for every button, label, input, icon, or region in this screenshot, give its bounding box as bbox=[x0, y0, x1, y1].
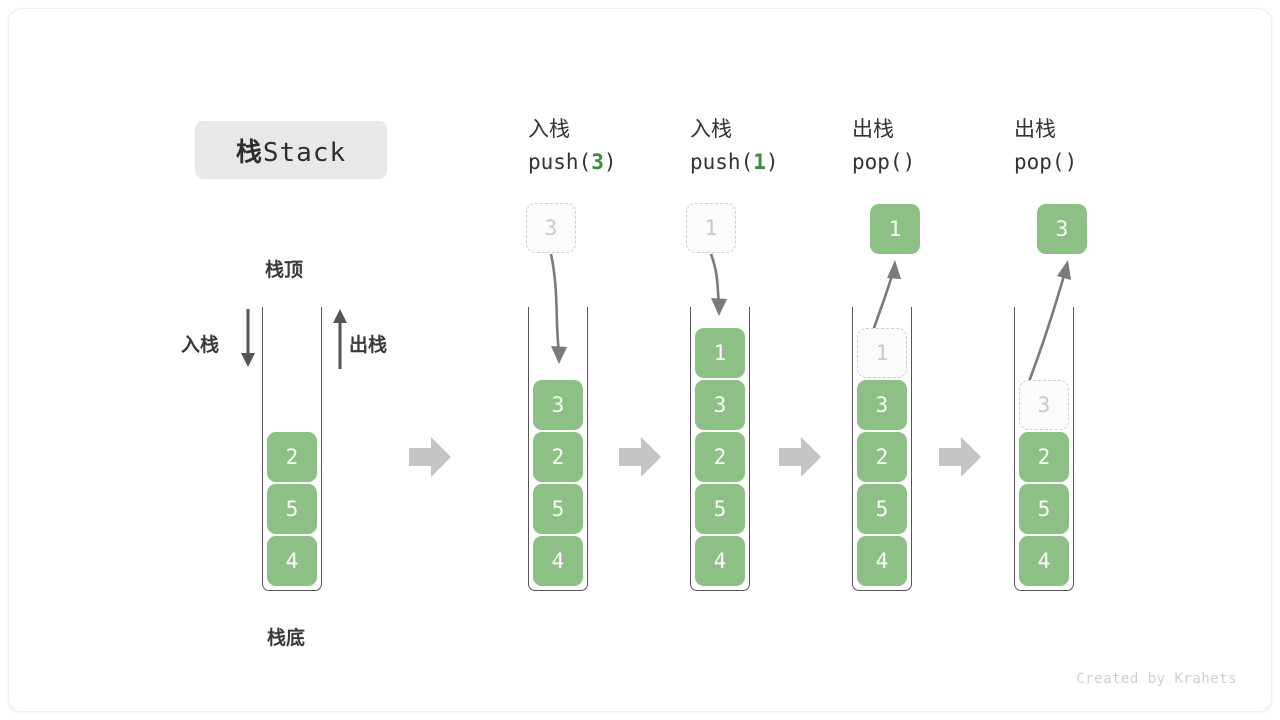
floating-cell-pop-2: 3 bbox=[1037, 204, 1087, 254]
stack-cell-initial-2: 4 bbox=[267, 536, 317, 586]
stage-heading-code: pop() bbox=[852, 145, 915, 179]
stack-cell-pop-2-3: 5 bbox=[1019, 484, 1069, 534]
stage-heading-code-prefix: push( bbox=[690, 150, 754, 174]
diagram-title: 栈Stack bbox=[236, 132, 346, 169]
floating-cell-value: 3 bbox=[544, 216, 558, 240]
diagram-title-en: Stack bbox=[262, 137, 347, 168]
credit-text: Created by Krahets bbox=[1076, 671, 1237, 687]
stage-heading-code-suffix: ) bbox=[1064, 150, 1078, 174]
stack-cell-pop-1-0: 1 bbox=[857, 328, 907, 378]
stack-cell-push-3-0: 3 bbox=[533, 380, 583, 430]
pop-direction-arrow-icon bbox=[333, 309, 347, 369]
stage-heading-code-suffix: ) bbox=[902, 150, 916, 174]
stage-heading-code: push(3) bbox=[528, 145, 617, 179]
push-arrow-1-icon bbox=[709, 253, 727, 316]
stage-heading-arg: 1 bbox=[753, 150, 766, 174]
push-direction-arrow-icon bbox=[241, 309, 255, 367]
stack-cell-pop-1-4: 4 bbox=[857, 536, 907, 586]
stack-top-label: 栈顶 bbox=[265, 260, 304, 281]
diagram-title-cn: 栈 bbox=[235, 136, 263, 167]
floating-cell-pop-1: 1 bbox=[870, 204, 920, 254]
stage-heading-code-prefix: pop( bbox=[1014, 150, 1065, 174]
step-arrow-1-icon[interactable] bbox=[409, 437, 451, 477]
stage-heading-code-suffix: ) bbox=[765, 150, 779, 174]
push-direction-label: 入栈 bbox=[181, 335, 220, 356]
stack-cell-push-3-2: 5 bbox=[533, 484, 583, 534]
step-arrow-4-icon[interactable] bbox=[939, 437, 981, 477]
stage-heading-cn: 入栈 bbox=[528, 118, 570, 141]
stack-cell-push-1-4: 4 bbox=[695, 536, 745, 586]
stack-cell-initial-0: 2 bbox=[267, 432, 317, 482]
stack-cell-pop-2-2: 2 bbox=[1019, 432, 1069, 482]
stage-heading-pop-1: 出栈 pop() bbox=[852, 115, 915, 179]
stage-heading-code-suffix: ) bbox=[603, 150, 617, 174]
stack-cell-push-1-2: 2 bbox=[695, 432, 745, 482]
stage-heading-push-3: 入栈 push(3) bbox=[528, 115, 617, 179]
diagram-title-badge: 栈Stack bbox=[195, 121, 387, 179]
stage-heading-push-1: 入栈 push(1) bbox=[690, 115, 779, 179]
stage-heading-code: push(1) bbox=[690, 145, 779, 179]
stage-heading-code: pop() bbox=[1014, 145, 1077, 179]
stack-cell-push-1-0: 1 bbox=[695, 328, 745, 378]
stack-cell-push-3-1: 2 bbox=[533, 432, 583, 482]
floating-cell-value: 1 bbox=[704, 216, 718, 240]
stack-cell-pop-1-3: 5 bbox=[857, 484, 907, 534]
stack-cell-initial-1: 5 bbox=[267, 484, 317, 534]
stack-cell-push-1-1: 3 bbox=[695, 380, 745, 430]
stack-cell-push-1-3: 5 bbox=[695, 484, 745, 534]
stack-cell-pop-1-2: 2 bbox=[857, 432, 907, 482]
pop-direction-label: 出栈 bbox=[349, 335, 388, 356]
floating-cell-value: 3 bbox=[1055, 217, 1069, 241]
stack-cell-pop-2-1: 3 bbox=[1019, 380, 1069, 430]
stage-heading-pop-2: 出栈 pop() bbox=[1014, 115, 1077, 179]
stage-heading-cn: 出栈 bbox=[1014, 118, 1056, 141]
step-arrow-2-icon[interactable] bbox=[619, 437, 661, 477]
stack-cell-pop-2-0 bbox=[1019, 328, 1069, 378]
stack-bottom-label: 栈底 bbox=[267, 628, 306, 649]
stack-cell-pop-1-1: 3 bbox=[857, 380, 907, 430]
floating-cell-push-3: 3 bbox=[526, 203, 576, 253]
floating-cell-push-1: 1 bbox=[686, 203, 736, 253]
stage-heading-arg: 3 bbox=[591, 150, 604, 174]
stack-cell-pop-2-4: 4 bbox=[1019, 536, 1069, 586]
stage-heading-code-prefix: push( bbox=[528, 150, 592, 174]
push-arrow-3-icon bbox=[549, 253, 567, 364]
stage-heading-cn: 出栈 bbox=[852, 118, 894, 141]
step-arrow-3-icon[interactable] bbox=[779, 437, 821, 477]
floating-cell-value: 1 bbox=[888, 217, 902, 241]
stage-heading-cn: 入栈 bbox=[690, 118, 732, 141]
stage-heading-code-prefix: pop( bbox=[852, 150, 903, 174]
stack-cell-push-3-3: 4 bbox=[533, 536, 583, 586]
